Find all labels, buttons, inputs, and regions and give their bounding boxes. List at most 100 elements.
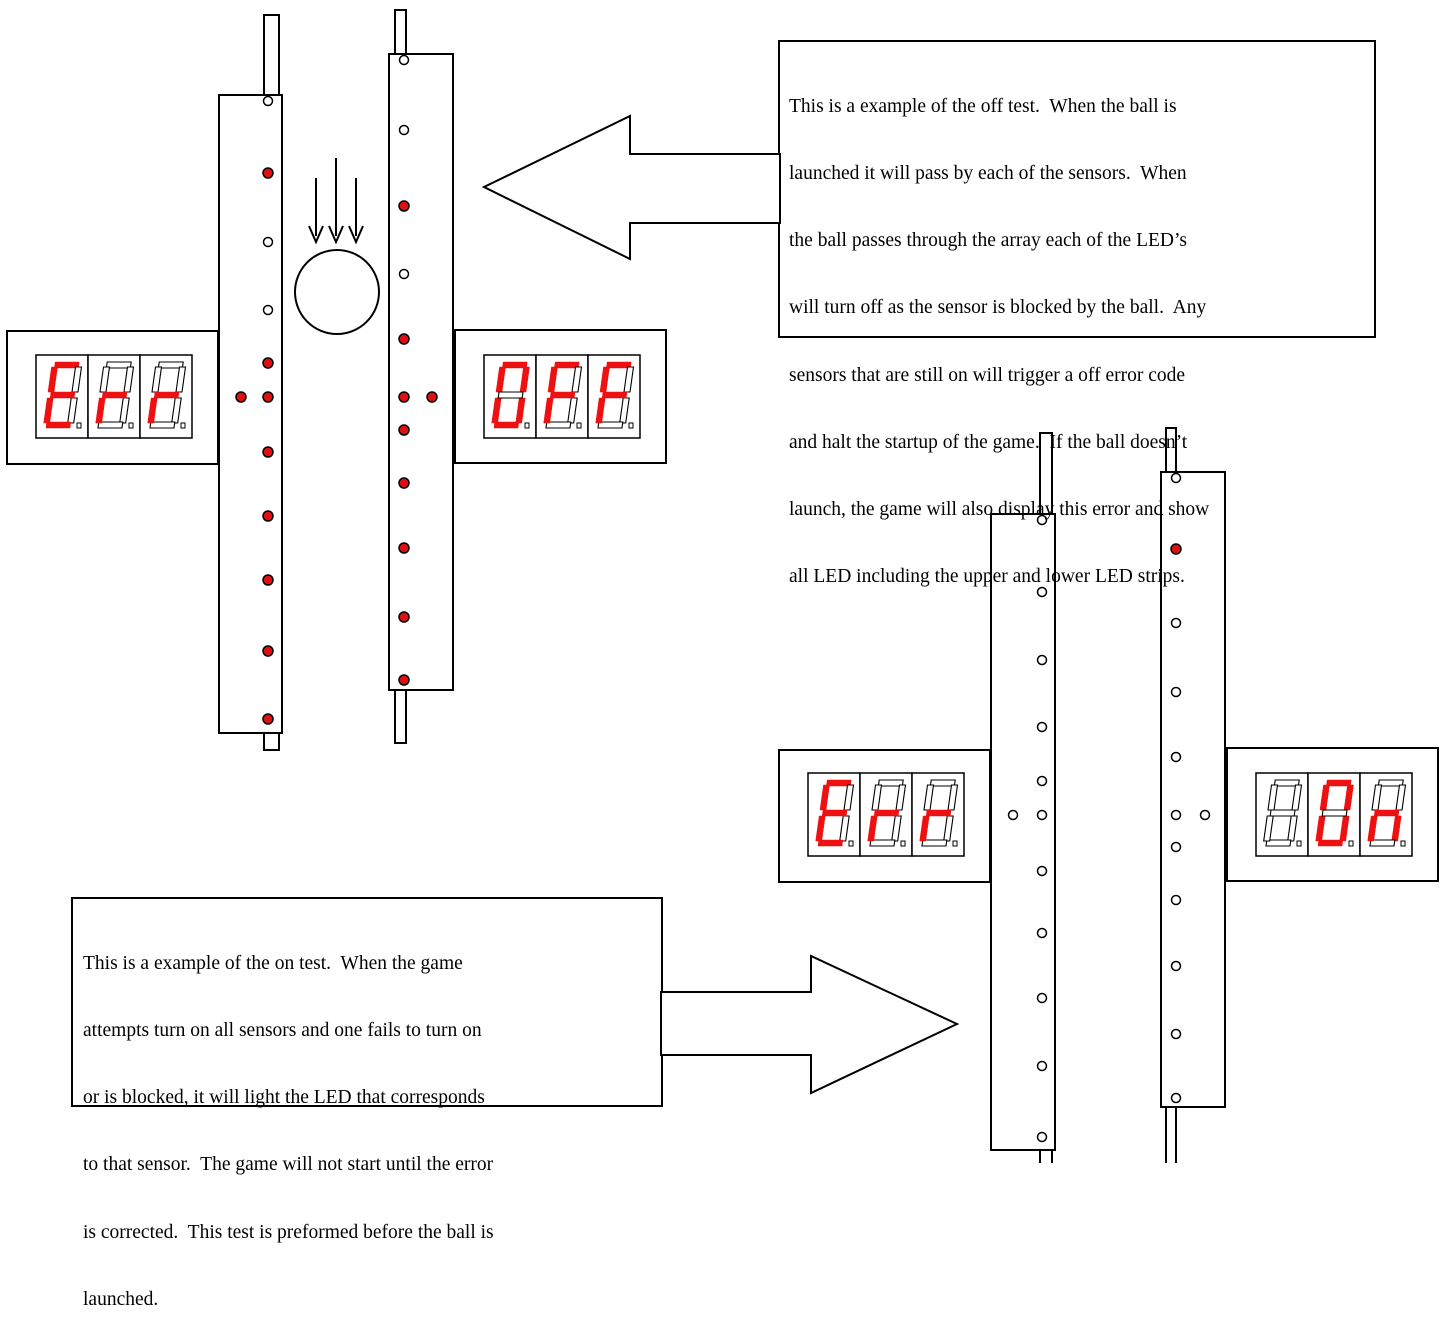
- segment-lit: [1343, 784, 1354, 811]
- led-off-indicator: [1170, 894, 1182, 906]
- callout-line: launched it will pass by each of the sen…: [789, 163, 1187, 185]
- segment-lit: [519, 366, 530, 393]
- segment-unlit: [1321, 809, 1348, 817]
- seven-segment-digit: [911, 772, 965, 857]
- decimal-point: [952, 840, 958, 847]
- decimal-point: [128, 422, 134, 429]
- led-off-indicator: [1036, 1060, 1048, 1072]
- left-strip-bottom-stub: [263, 732, 280, 751]
- down-arrow-icon: [328, 158, 344, 245]
- off-test-assembly: [6, 9, 667, 751]
- callout-line: This is a example of the on test. When t…: [83, 952, 463, 974]
- led-off-indicator: [1170, 751, 1182, 763]
- callout-line: is corrected. This test is preformed bef…: [83, 1221, 494, 1243]
- callout-line: This is a example of the off test. When …: [789, 95, 1177, 117]
- on-right-strip-bottom-stub: [1165, 1106, 1177, 1163]
- right-strip-top-stub: [394, 9, 407, 55]
- segment-unlit: [149, 421, 176, 429]
- led-off-indicator: [1170, 809, 1182, 821]
- led-on-indicator: [398, 424, 410, 436]
- off-left-sensor-strip: [218, 94, 283, 734]
- off-left-strip-leds: [235, 95, 274, 725]
- led-on-indicator: [262, 391, 274, 403]
- led-off-indicator: [1036, 992, 1048, 1004]
- segment-lit: [45, 421, 72, 429]
- led-off-indicator: [262, 95, 274, 107]
- decimal-point: [900, 840, 906, 847]
- segment-unlit: [891, 815, 902, 842]
- on-test-callout-text: This is a example of the on test. When t…: [83, 908, 494, 1334]
- led-off-indicator: [1036, 775, 1048, 787]
- callout-line: or is blocked, it will light the LED tha…: [83, 1087, 485, 1109]
- segment-unlit: [97, 421, 124, 429]
- down-arrow-icon: [308, 178, 324, 245]
- led-on-indicator: [262, 645, 274, 657]
- seven-segment-digit: [1255, 772, 1309, 857]
- decimal-point: [1348, 840, 1354, 847]
- led-off-indicator: [1036, 586, 1048, 598]
- ball-icon: [294, 249, 380, 335]
- led-on-indicator: [398, 477, 410, 489]
- led-off-indicator: [262, 236, 274, 248]
- side-led-on-indicator: [426, 391, 438, 403]
- off-test-callout-box: [778, 40, 1376, 338]
- on-right-sensor-strip: [1160, 471, 1226, 1108]
- segment-lit: [601, 391, 628, 399]
- segment-unlit: [895, 784, 907, 811]
- callout-line: launched.: [83, 1288, 159, 1310]
- seven-segment-digit: [535, 354, 589, 439]
- led-on-indicator: [1170, 543, 1182, 555]
- segment-unlit: [119, 397, 130, 424]
- segment-lit: [817, 839, 844, 847]
- segment-lit: [549, 391, 576, 399]
- on-test-assembly: [778, 427, 1439, 1163]
- seven-segment-digit: [1359, 772, 1413, 857]
- on-right-strip-leds: [1170, 472, 1211, 1104]
- segment-unlit: [921, 839, 948, 847]
- segment-unlit: [71, 366, 83, 393]
- callout-line: sensors that are still on will trigger a…: [789, 364, 1186, 386]
- decimal-point: [628, 422, 634, 429]
- led-off-indicator: [1170, 617, 1182, 629]
- segment-unlit: [123, 366, 135, 393]
- on-test-callout-box: [71, 897, 663, 1107]
- on-right-seven-segment-display: [1255, 772, 1413, 857]
- segment-unlit: [843, 784, 855, 811]
- led-off-indicator: [398, 54, 410, 66]
- on-left-strip-bottom-stub: [1039, 1149, 1053, 1163]
- callout-line: the ball passes through the array each o…: [789, 230, 1187, 252]
- callout-line: to that sensor. The game will not start …: [83, 1154, 494, 1176]
- off-right-seven-segment-display: [483, 354, 641, 439]
- led-on-indicator: [398, 391, 410, 403]
- decimal-point: [1400, 840, 1406, 847]
- segment-unlit: [175, 366, 187, 393]
- segment-unlit: [571, 366, 583, 393]
- decimal-point: [524, 422, 530, 429]
- segment-lit: [925, 809, 952, 817]
- segment-unlit: [1369, 839, 1396, 847]
- led-on-indicator: [398, 611, 410, 623]
- callout-line: launch, the game will also display this …: [789, 499, 1210, 521]
- seven-segment-digit: [35, 354, 89, 439]
- led-off-indicator: [1036, 514, 1048, 526]
- seven-segment-digit: [1307, 772, 1361, 857]
- left-strip-top-stub: [263, 14, 280, 96]
- decimal-point: [76, 422, 82, 429]
- off-test-callout-text: This is a example of the off test. When …: [789, 51, 1209, 611]
- led-off-indicator: [1036, 865, 1048, 877]
- led-off-indicator: [262, 304, 274, 316]
- on-left-sensor-strip: [990, 513, 1056, 1151]
- segment-unlit: [1265, 839, 1292, 847]
- off-right-sensor-strip: [388, 53, 454, 691]
- sensor-test-diagram: [6, 9, 1439, 1163]
- segment-unlit: [943, 815, 954, 842]
- down-arrow-icon: [348, 178, 364, 245]
- segment-unlit: [67, 397, 78, 424]
- callout-line: all LED including the upper and lower LE…: [789, 566, 1185, 588]
- segment-unlit: [497, 391, 524, 399]
- segment-lit: [821, 809, 848, 817]
- right-strip-bottom-stub: [394, 689, 407, 744]
- decimal-point: [1296, 840, 1302, 847]
- callout-line: attempts turn on all sensors and one fai…: [83, 1020, 482, 1042]
- callout-line: and halt the startup of the game. If the…: [789, 431, 1188, 453]
